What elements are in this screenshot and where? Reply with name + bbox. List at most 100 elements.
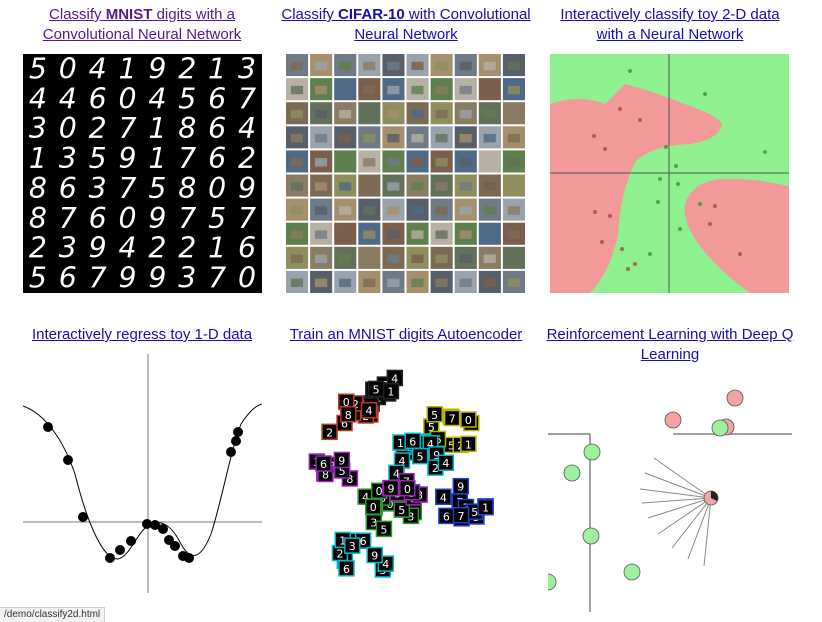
svg-text:4: 4 (393, 467, 400, 480)
cifar-tile-subject (483, 182, 496, 191)
cifar-tile-subject (507, 182, 520, 191)
svg-text:5: 5 (448, 439, 455, 452)
cifar-tile-subject (387, 61, 400, 71)
demo-link-classify2d[interactable]: Interactively classify toy 2-D data with… (545, 5, 795, 45)
svg-text:1: 1 (339, 534, 346, 547)
svg-text:0: 0 (376, 485, 383, 498)
demo-link-rldemo[interactable]: Reinforcement Learning with Deep Q Learn… (545, 325, 795, 365)
svg-text:2: 2 (432, 462, 439, 475)
svg-text:1: 1 (482, 502, 489, 515)
cifar-tile-subject (314, 230, 328, 239)
svg-text:6: 6 (443, 510, 450, 523)
cifar-tile-subject (507, 158, 520, 167)
link-text: Interactively regress toy 1-D data (31, 326, 253, 343)
svg-text:4: 4 (442, 457, 449, 470)
embedded-digit-thumb: 7 (452, 507, 470, 524)
svg-text:1: 1 (387, 386, 394, 399)
cifar-tile-subject (459, 230, 472, 239)
cifar-tile-subject (459, 206, 472, 215)
demo-link-autoencoder[interactable]: Train an MNIST digits Autoencoder (281, 325, 531, 345)
classify2d-thumbnail[interactable] (550, 54, 789, 293)
embedded-digit-thumb: 0 (399, 480, 416, 497)
cifar-tile-subject (507, 230, 520, 239)
cifar-tile-subject (435, 254, 448, 263)
regression-thumbnail[interactable] (23, 354, 262, 593)
cifar-tile-subject (411, 182, 424, 191)
link-text: with Convolutional Neural Network (354, 6, 531, 43)
mnist-digit: 5 (208, 202, 226, 235)
svg-text:5: 5 (398, 504, 405, 517)
demo-rldemo: Reinforcement Learning with Deep Q Learn… (545, 325, 795, 365)
mnist-digit: 7 (119, 172, 137, 205)
cifar-tile-subject (363, 230, 376, 239)
cifar-tile-subject (363, 254, 376, 263)
mnist-digit: 1 (29, 142, 47, 175)
cifar-tile-subject (459, 254, 472, 263)
cifar-tile-subject (435, 109, 448, 119)
cifar-tile-subject (339, 61, 352, 71)
cifar-tile-subject (387, 109, 400, 119)
svg-text:4: 4 (398, 455, 405, 468)
embedded-digit-thumb: 0 (365, 498, 382, 515)
cifar-tile-subject (339, 278, 352, 288)
svg-text:0: 0 (465, 414, 472, 427)
cifar-tile-subject (411, 85, 424, 95)
cifar-tile-subject (483, 278, 496, 288)
demo-link-regression[interactable]: Interactively regress toy 1-D data (17, 325, 267, 345)
cifar-tile-subject (314, 61, 328, 71)
cifar-tile-subject (411, 206, 424, 215)
cifar-tile-subject (363, 206, 376, 215)
mnist-digit: 4 (59, 82, 77, 115)
embedded-digit-thumb: 4 (437, 454, 455, 471)
cifar-tile-subject (339, 254, 352, 263)
svg-text:8: 8 (346, 473, 353, 486)
cifar-tile-subject (459, 278, 472, 288)
mnist-digit: 4 (148, 82, 166, 115)
svg-text:9: 9 (433, 449, 440, 462)
mnist-digit: 1 (208, 54, 226, 85)
demo-link-mnist[interactable]: Classify MNIST digits with a Convolution… (17, 5, 267, 45)
cifar-tile-subject (507, 61, 520, 71)
cifar-tile-subject (411, 230, 424, 239)
embedded-digit-thumb: 6 (438, 507, 455, 525)
link-text: Classify (49, 6, 106, 23)
embedded-digit-thumb: 9 (366, 546, 383, 564)
cifar-tile-subject (459, 109, 472, 119)
mnist-digit: 7 (238, 82, 256, 115)
svg-text:9: 9 (457, 481, 464, 494)
cifar-tile-subject (363, 109, 376, 119)
cifar-tile-subject (507, 109, 520, 119)
cifar-tile-subject (290, 85, 304, 95)
cifar-tile-subject (411, 254, 424, 263)
autoencoder-embedding-plot: 1557411995121322720648218853695957062051… (308, 369, 494, 578)
embedded-digit-thumb: 2 (321, 423, 338, 441)
svg-text:8: 8 (345, 409, 352, 422)
embedded-digit-thumb: 5 (411, 447, 429, 465)
mnist-digit: 1 (119, 54, 137, 85)
embedded-digit-thumb: 5 (426, 406, 443, 423)
cifar-tile-subject (483, 230, 496, 239)
cifar-tile-subject (290, 109, 304, 119)
mnist-digit: 0 (119, 82, 137, 115)
autoencoder-thumbnail[interactable]: 1557411995121322720648218853695957062051… (286, 354, 525, 593)
demo-autoencoder: Train an MNIST digits Autoencoder (281, 325, 531, 345)
mnist-digit: 7 (119, 112, 137, 145)
cifar-tile-subject (507, 206, 520, 215)
svg-text:3: 3 (407, 510, 414, 523)
cifar-tile-subject (387, 158, 400, 167)
svg-text:9: 9 (387, 483, 394, 496)
mnist-digit: 6 (208, 142, 226, 175)
demo-link-cifar[interactable]: Classify CIFAR-10 with Convolutional Neu… (281, 5, 531, 45)
cifar-tile-subject (339, 230, 352, 239)
cifar-thumbnail[interactable] (286, 54, 525, 293)
mnist-digit: 5 (148, 172, 166, 205)
rldemo-thumbnail[interactable] (548, 380, 792, 612)
cifar-tile-subject (290, 182, 304, 191)
mnist-digit: 4 (119, 232, 137, 265)
mnist-digit: 9 (148, 202, 166, 235)
cifar-tile-subject (314, 254, 328, 263)
link-text: Interactively classify toy 2-D data with… (560, 6, 780, 43)
mnist-digit: 1 (208, 232, 226, 265)
decision-boundary-plot (550, 54, 789, 293)
